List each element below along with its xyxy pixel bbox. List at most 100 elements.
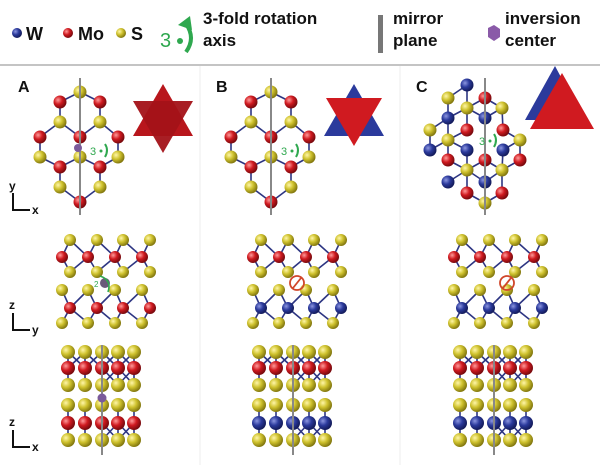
side-view-zy-structure [56,234,156,329]
s-atom [519,345,533,359]
s-atom [78,378,92,392]
w-atom [470,416,484,430]
side-view-zx-structure [61,345,141,447]
s-atom [111,345,125,359]
s-atom [509,234,521,246]
s-atom [335,266,347,278]
w-atom [453,416,467,430]
s-atom [302,378,316,392]
mo-atom [284,95,298,109]
rotation-number: 3 [160,30,171,52]
mo-atom [56,251,68,263]
s-atom [247,284,259,296]
s-atom [503,378,517,392]
s-atom [56,317,68,329]
s-atom [335,234,347,246]
s-atom [82,284,94,296]
side-view-zx-structure [252,345,332,447]
side-view-zy-structure [247,234,347,329]
mo-atom [300,251,312,263]
s-atom [144,266,156,278]
side-view-zx-structure [453,345,533,447]
panel-label-c: C [416,79,428,96]
s-atom [453,345,467,359]
w-atom [503,416,517,430]
mo-atom [513,153,527,167]
red-up-triangle [530,73,594,129]
mo-atom [53,160,67,174]
w-atom [318,416,332,430]
w-atom [269,416,283,430]
s-atom [474,284,486,296]
rotation-arrow-icon [295,143,299,158]
mo-atom [127,361,141,375]
no-inversion-slash [502,277,512,289]
w-atom [460,78,474,92]
s-atom [536,234,548,246]
mo-atom [111,130,125,144]
s-atom [282,266,294,278]
s-atom [460,101,474,115]
axis-x-label: x [32,203,39,217]
mo-atom [453,361,467,375]
s-atom [302,433,316,447]
mo-atom [93,160,107,174]
mo-atom [528,251,540,263]
panel-c: 3 [423,78,548,455]
rotation-legend-line2: axis [203,31,236,50]
axis-indicator-side2: z x [9,415,39,454]
mo-atom [302,361,316,375]
mo-atom [496,123,510,137]
s-atom [495,163,509,177]
s-atom [470,398,484,412]
s-atom [136,317,148,329]
rotation-2-symbol: 2 [94,280,99,289]
s-atom [509,266,521,278]
s-atom [269,433,283,447]
w-atom [302,416,316,430]
legend: W Mo S 3 3-fold rotation axis mirror pla… [12,9,581,54]
w-atom [509,302,521,314]
legend-mo-atom-icon [63,28,73,38]
s-atom [284,115,298,129]
mirror-plane-icon [378,15,383,53]
s-atom [448,317,460,329]
s-atom [252,433,266,447]
s-atom [127,378,141,392]
mo-atom [127,416,141,430]
s-atom [78,345,92,359]
s-atom [127,433,141,447]
s-atom [448,284,460,296]
mo-atom [91,302,103,314]
s-atom [501,317,513,329]
s-atom [318,345,332,359]
axis-indicator-side1: z y [9,298,39,337]
s-atom [244,180,258,194]
s-atom [483,234,495,246]
s-atom [78,398,92,412]
s-atom [318,433,332,447]
s-atom [300,317,312,329]
legend-s-label: S [131,24,143,44]
s-atom [503,433,517,447]
s-atom [453,398,467,412]
no-inversion-slash [292,277,302,289]
inversion-legend-line2: center [505,31,556,50]
s-atom [302,398,316,412]
s-atom [127,398,141,412]
s-atom [33,150,47,164]
s-atom [284,180,298,194]
s-atom [91,266,103,278]
w-atom [496,143,510,157]
mo-atom [448,251,460,263]
w-atom [441,111,455,125]
rotation-legend-line1: 3-fold rotation [203,9,317,28]
s-atom [302,150,316,164]
panel-label-a: A [18,79,30,96]
s-atom [224,150,238,164]
rotation-arrow-icon [104,143,108,158]
s-atom [528,284,540,296]
s-atom [470,378,484,392]
s-atom [269,378,283,392]
